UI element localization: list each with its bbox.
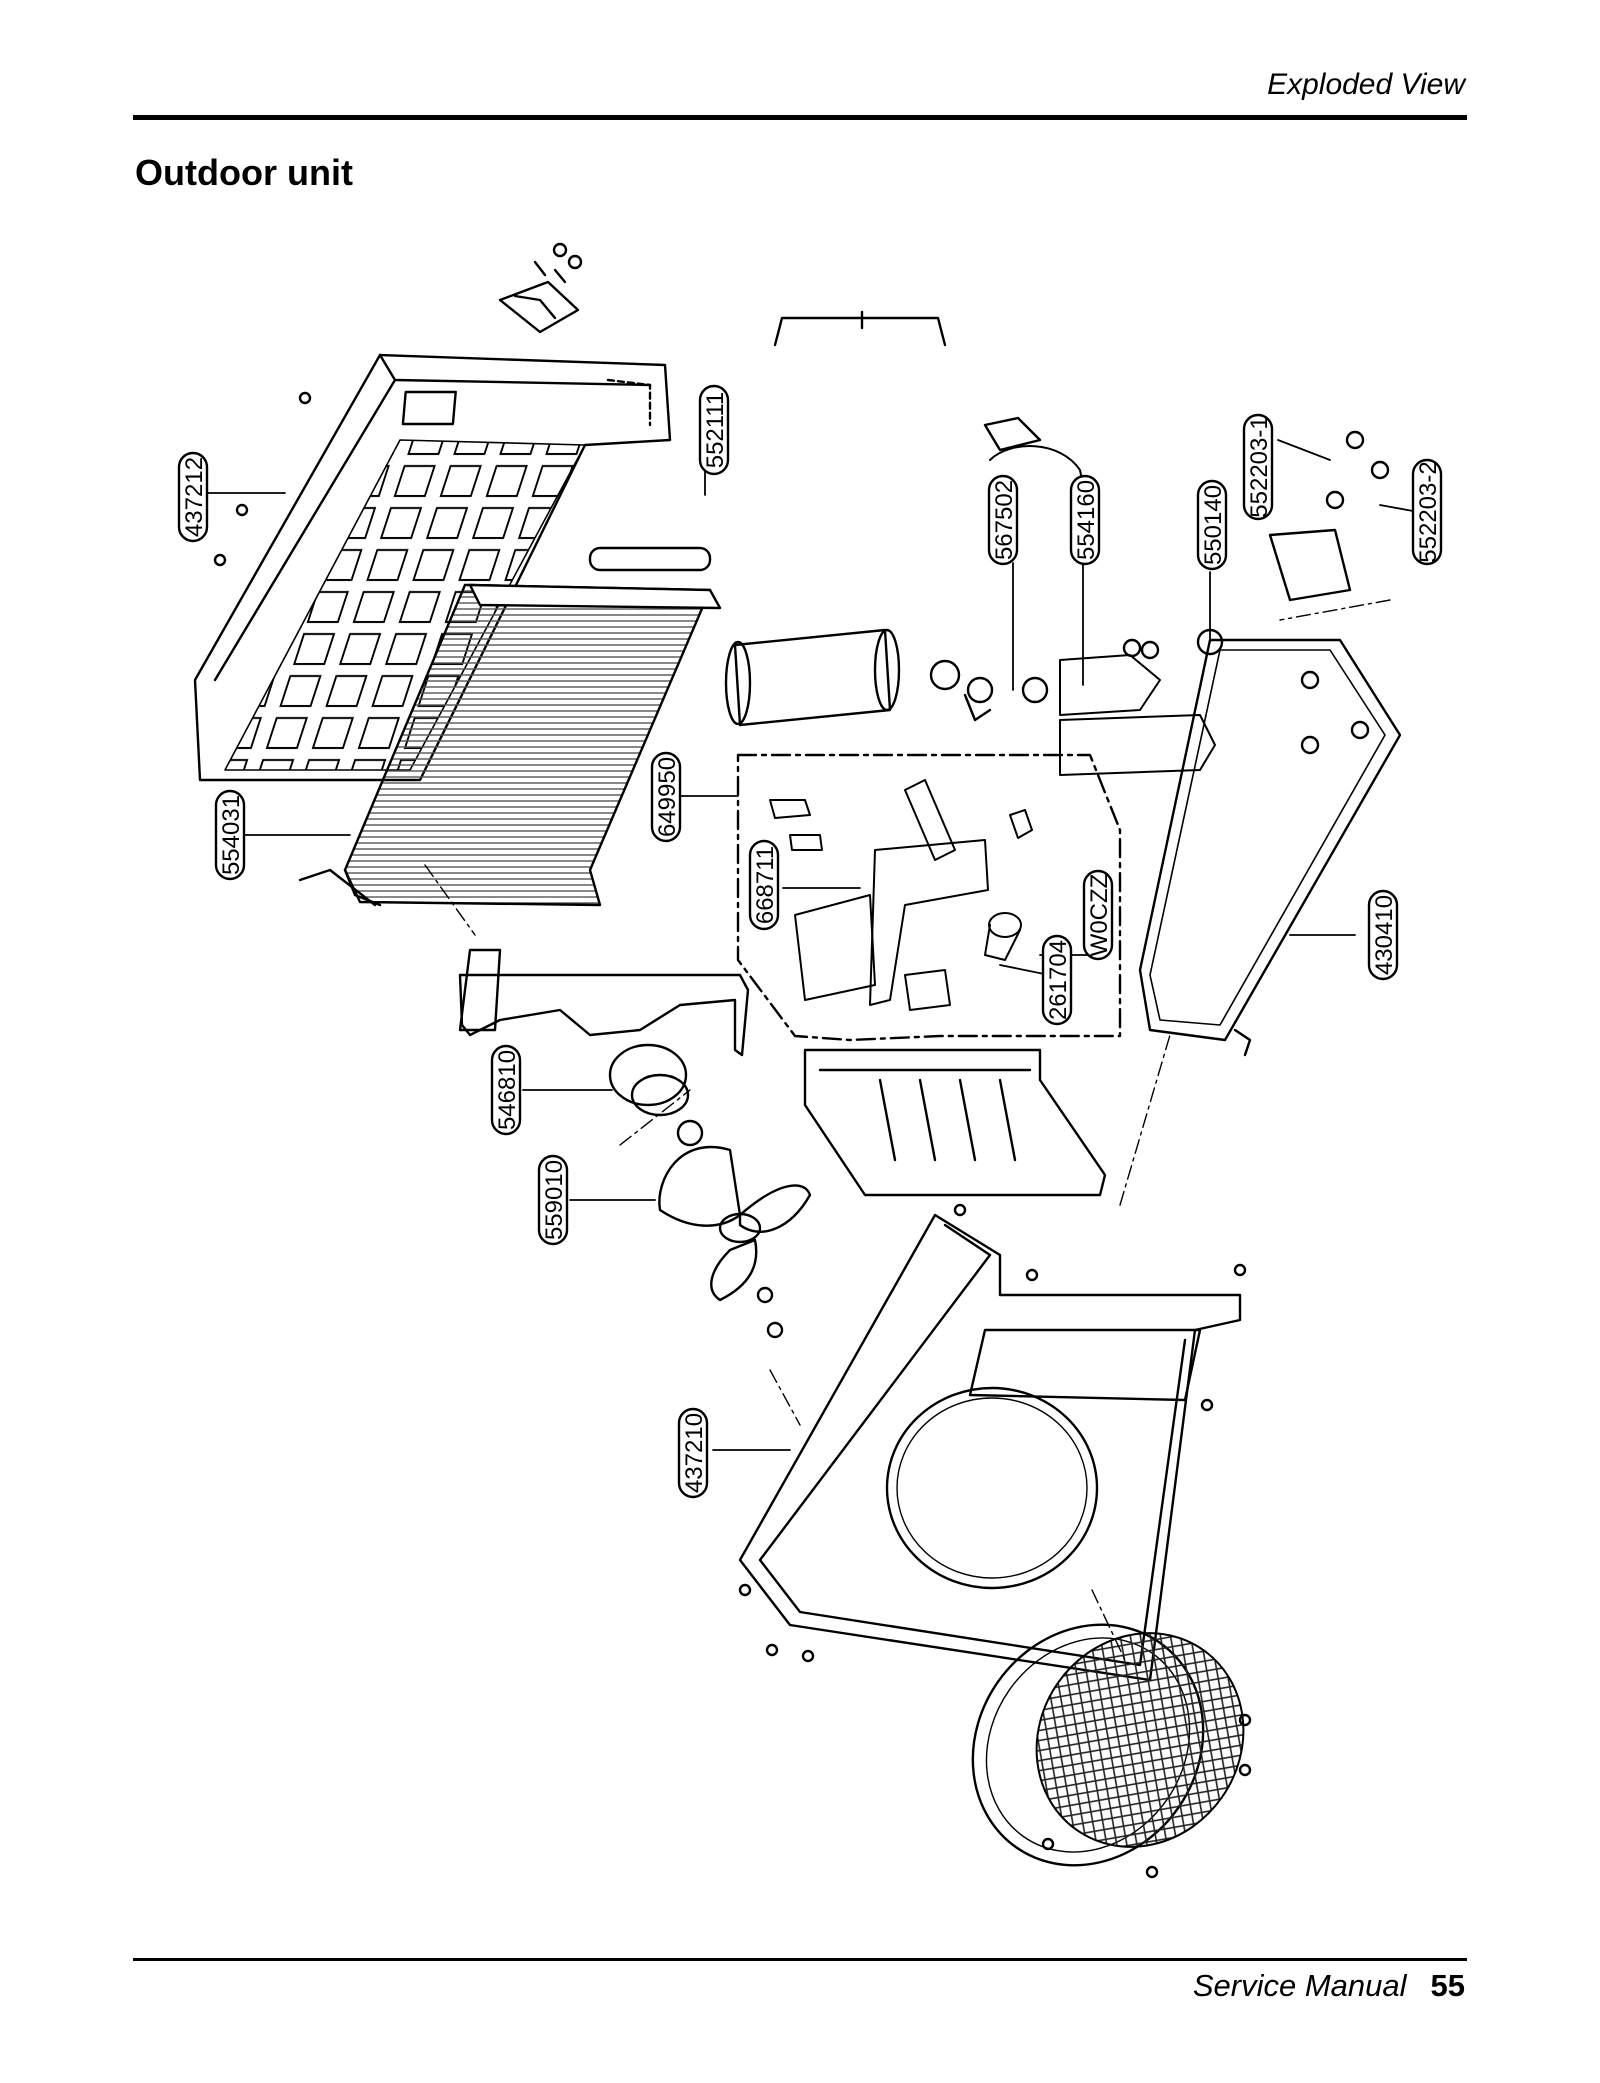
svg-text:552111: 552111 <box>702 392 729 469</box>
callout-261704: 261704 <box>1041 934 1073 1026</box>
control-box-outline <box>736 753 1122 1042</box>
callout-567502: 567502 <box>987 474 1019 566</box>
svg-text:559010: 559010 <box>541 1160 568 1240</box>
condenser-coil-part <box>298 546 722 907</box>
svg-text:552203-1: 552203-1 <box>1246 416 1273 517</box>
svg-text:437210: 437210 <box>681 1413 708 1493</box>
valve-assembly-part <box>929 416 1390 776</box>
svg-text:649950: 649950 <box>654 757 681 837</box>
partition-panel-part <box>803 1048 1107 1197</box>
base-panel-part <box>1138 638 1402 1057</box>
svg-text:554031: 554031 <box>218 795 245 875</box>
page-footer: Service Manual 55 <box>1193 1968 1465 2004</box>
motor-bracket-part <box>458 948 750 1057</box>
handle-part <box>773 316 947 347</box>
svg-text:546810: 546810 <box>494 1050 521 1130</box>
callout-554031: 554031 <box>214 789 246 881</box>
callout-437212: 437212 <box>177 451 209 543</box>
page-number: 55 <box>1430 1968 1465 2003</box>
footer-rule <box>133 1958 1467 1961</box>
svg-text:261704: 261704 <box>1045 940 1072 1020</box>
control-box-parts <box>769 779 1033 1011</box>
callout-546810: 546810 <box>490 1044 522 1136</box>
callout-430410: 430410 <box>1367 889 1399 981</box>
callout-437210: 437210 <box>677 1407 709 1499</box>
compressor-shell-part <box>724 628 901 727</box>
callout-649950: 649950 <box>650 751 682 843</box>
section-header: Exploded View <box>1267 68 1465 101</box>
callout-552111: 552111 <box>698 384 730 476</box>
callout-668711: 668711 <box>748 839 780 931</box>
fan-motor-part <box>608 1043 704 1147</box>
fan-grille-part <box>971 1623 1252 1879</box>
svg-text:437212: 437212 <box>181 457 208 537</box>
svg-text:W0CZZ: W0CZZ <box>1086 874 1113 957</box>
svg-text:430410: 430410 <box>1371 895 1398 975</box>
page-title: Outdoor unit <box>135 152 353 193</box>
svg-text:554160: 554160 <box>1073 480 1100 560</box>
callout-559010: 559010 <box>537 1154 569 1246</box>
callout-W0CZZ: W0CZZ <box>1082 869 1114 961</box>
part-callouts: 437212 552111 567502 554160 550140 55220… <box>177 384 1443 1499</box>
callout-leaders <box>204 429 1436 1451</box>
callout-554160: 554160 <box>1069 474 1101 566</box>
callout-552203-2: 552203-2 <box>1411 458 1443 566</box>
svg-text:550140: 550140 <box>1200 485 1227 565</box>
callout-550140: 550140 <box>1196 479 1228 571</box>
assembly-leader-lines <box>424 599 1391 1661</box>
front-panel-part <box>738 1203 1247 1682</box>
top-cover-part <box>498 242 583 334</box>
header-rule <box>133 115 1467 120</box>
svg-text:567502: 567502 <box>991 480 1018 560</box>
svg-text:668711: 668711 <box>752 846 779 924</box>
callout-552203-1: 552203-1 <box>1242 413 1274 521</box>
manual-name: Service Manual <box>1192 1968 1407 2003</box>
svg-text:552203-2: 552203-2 <box>1415 461 1442 562</box>
fan-blade-part <box>658 1145 812 1339</box>
